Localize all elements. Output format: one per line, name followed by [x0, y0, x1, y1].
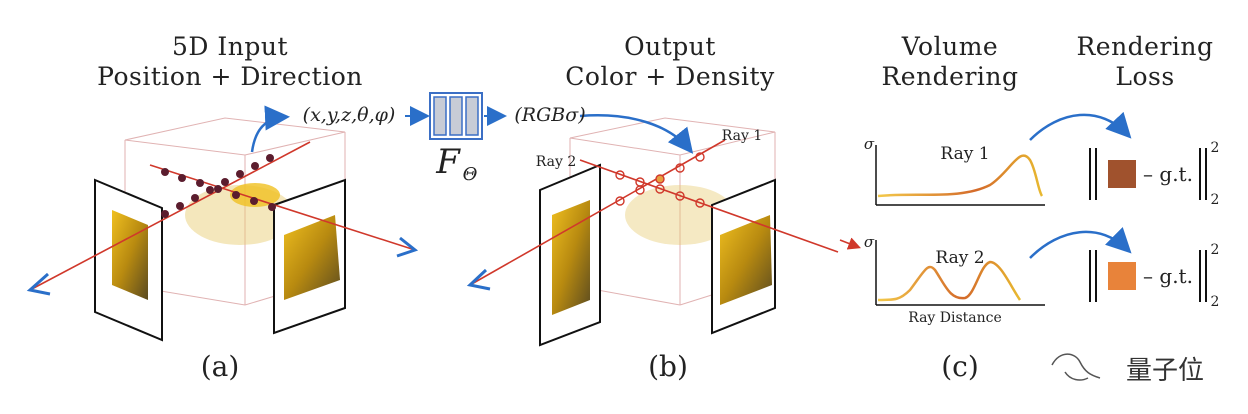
network-f-theta: [429, 92, 483, 140]
norm-subscript-2: 2: [1210, 294, 1220, 310]
network-subscript: Θ: [462, 164, 478, 185]
watermark-text: 量子位: [1125, 356, 1204, 386]
input-tuple-label: (x,y,z,θ,φ): [302, 104, 396, 126]
title-color-density: Color + Density: [565, 62, 775, 91]
plot2-curve-label: Ray 2: [935, 248, 985, 268]
title-rendering: Rendering: [881, 62, 1019, 91]
ray-a-1: [29, 141, 311, 291]
panel-label-a: (a): [200, 350, 240, 383]
gt-label-1: – g.t.: [1143, 162, 1193, 186]
plot-ray2: [875, 240, 1045, 306]
title-rendering-2: Rendering: [1076, 32, 1214, 61]
panel-b-scene: [466, 114, 839, 347]
panel-label-c: (c): [941, 350, 979, 383]
sample-points-a: [161, 154, 276, 218]
title-loss: Loss: [1115, 62, 1175, 91]
watermark-logo-icon: [1051, 353, 1101, 381]
plot-ray1: [875, 145, 1045, 206]
ray-a-2: [149, 164, 416, 251]
norm-exponent-1: 2: [1210, 140, 1220, 156]
network-symbol: F: [436, 142, 460, 182]
color-swatch-1: [1108, 160, 1136, 188]
norm-exponent-2: 2: [1210, 242, 1220, 258]
title-5d-input: 5D Input: [171, 32, 289, 61]
gt-label-2: – g.t.: [1143, 264, 1193, 288]
norm-bars-1: [1089, 148, 1207, 200]
norm-bars-2: [1089, 250, 1207, 302]
ray-b-2: [579, 159, 839, 253]
arrow-to-input: [250, 105, 290, 153]
plot-xlabel: Ray Distance: [908, 310, 1002, 326]
color-swatch-2: [1108, 262, 1136, 290]
title-position-direction: Position + Direction: [97, 62, 363, 91]
title-output: Output: [624, 32, 716, 61]
ray2-label-b: Ray 2: [535, 154, 577, 170]
plot1-curve-label: Ray 1: [940, 144, 990, 164]
plot1-y-symbol: σ: [863, 135, 875, 153]
bulldozer-object-b: [625, 185, 735, 245]
panel-label-b: (b): [648, 350, 688, 383]
arrow-to-loss-1: [1029, 111, 1132, 141]
arrow-to-loss-2: [1029, 227, 1132, 259]
norm-subscript-1: 2: [1210, 192, 1220, 208]
density-curve-ray2: [877, 260, 1022, 302]
arrow-from-output: [579, 114, 694, 154]
ray1-label-b: Ray 1: [721, 128, 763, 144]
panel-a-scene: [26, 105, 419, 342]
sample-points-b: [615, 152, 705, 208]
density-curve-ray1: [877, 154, 1044, 198]
title-volume: Volume: [901, 32, 999, 61]
plot2-y-symbol: σ: [863, 233, 875, 251]
output-tuple-label: (RGBσ): [514, 104, 586, 126]
